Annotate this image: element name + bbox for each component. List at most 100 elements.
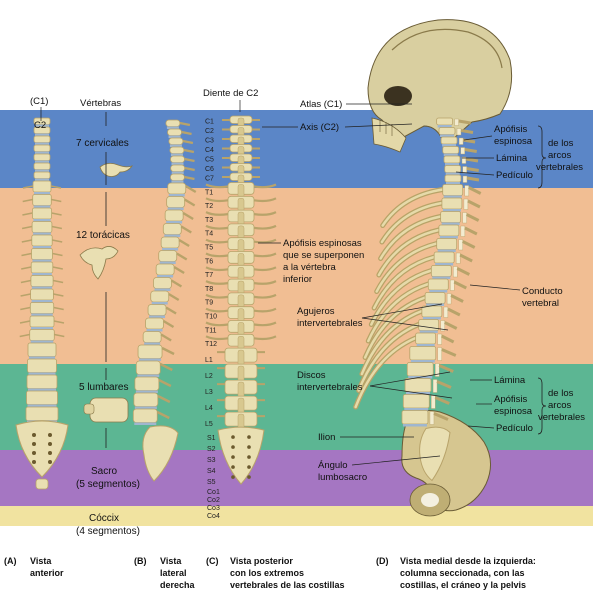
label-apofisis-espinosa-bottom-1: Apófisis [494,394,528,405]
anterior-vertebra [32,235,52,246]
sacral-foramen [247,455,251,459]
medial-vertebra [422,306,442,317]
medial-vertebra [439,128,455,135]
lateral-vertebra [170,174,184,181]
anterior-vertebra [28,359,57,373]
label-angulo-2: lumbosacro [318,472,367,483]
label-apofisis-espinosa-bottom-2: espinosa [494,406,533,417]
label-ilion: Ilion [318,432,335,443]
anterior-vertebra [32,208,51,219]
lateral-vertebra [161,237,179,248]
sacral-foramen [231,455,235,459]
level-label: T3 [205,217,213,224]
lateral-vertebra [136,361,160,375]
label-c1-top: (C1) [30,96,48,107]
caption-c-1: Vista posterior [230,556,293,566]
anterior-vertebra [30,330,55,341]
sacral-foramen [48,442,52,446]
level-label: C5 [205,157,214,164]
medial-canal [431,396,435,409]
medial-vertebra [403,395,429,409]
caption-c-letter: (C) [206,556,219,566]
medial-vertebra [402,411,428,425]
sacral-foramen [247,465,251,469]
level-label: S1 [207,435,216,442]
label-apofisis-2: que se superponen [283,250,364,261]
lateral-vertebra [169,138,183,145]
caption-d-1: Vista medial desde la izquierda: [400,556,536,566]
label-de-los-arcos-bottom-3: vertebrales [538,412,585,423]
label-agujeros-2: intervertebrales [297,318,363,329]
anterior-vertebra [30,303,53,314]
level-label: C7 [205,176,214,183]
medial-canal [459,240,463,251]
medial-vertebra [407,363,433,377]
medial-canal [453,267,457,278]
label-apofisis-1: Apófisis espinosas [283,238,362,249]
medial-vertebra [434,252,454,263]
medial-vertebra [419,320,439,331]
medial-canal [438,348,442,361]
anterior-vertebra [27,375,57,389]
sacral-foramen [32,460,36,464]
medial-canal [438,334,442,345]
anterior-vertebra [31,276,53,287]
level-label: Co4 [207,513,220,520]
band-sacral [0,450,593,506]
level-label: T5 [205,245,213,252]
lateral-vertebra [135,377,159,391]
level-label: T11 [205,327,217,334]
level-label: T12 [205,341,217,348]
medial-canal [457,129,461,136]
label-lamina-bottom: Lámina [494,375,526,386]
sacral-foramen [32,451,36,455]
anterior-vertebra [28,343,56,357]
medial-canal [464,199,468,210]
anterior-vertebra [34,172,50,179]
level-label: T6 [205,258,213,265]
sample-lumbar-vertebra [84,398,128,422]
level-label: T8 [205,286,213,293]
level-label: T4 [205,231,213,238]
lateral-vertebra [143,332,161,343]
sacral-foramen [231,435,235,439]
lateral-disc [134,423,156,426]
medial-canal [450,280,454,291]
level-label: T10 [205,314,217,321]
level-label: L4 [205,405,213,412]
caption-b-2: lateral [160,568,187,578]
lateral-vertebra [171,156,185,163]
label-c2-top: C2 [34,120,46,131]
lateral-vertebra [151,291,169,302]
label-de-los-arcos-top-3: vertebrales [536,162,583,173]
medial-vertebra [443,185,463,196]
level-label: Co2 [207,497,220,504]
label-diente-c2: Diente de C2 [203,88,258,99]
anterior-vertebra [34,136,50,143]
medial-canal [447,294,451,305]
anterior-vertebra [34,154,50,161]
medial-canal [461,226,465,237]
level-label: Co3 [207,505,220,512]
lateral-vertebra [133,409,157,423]
medial-spinous-process [461,131,473,133]
lateral-vertebra [146,318,164,329]
caption-a-1: Vista [30,556,52,566]
caption-b-letter: (B) [134,556,147,566]
label-toracicas: 12 torácicas [76,230,130,241]
caption-d-2: columna seccionada, con las [400,568,525,578]
sacral-foramen [247,475,251,479]
caption-c-2: con los extremos [230,568,304,578]
medial-canal [430,412,434,425]
sacral-foramen [32,442,36,446]
level-label: S5 [207,479,216,486]
medial-vertebra [425,293,445,304]
label-apofisis-4: inferior [283,274,312,285]
medial-vertebra [441,212,461,223]
label-pediculo-top: Pedículo [496,170,533,181]
medial-canal [465,186,469,197]
label-apofisis-espinosa-top-1: Apófisis [494,124,528,135]
label-de-los-arcos-top-2: arcos [548,150,571,161]
caption-a-2: anterior [30,568,64,578]
caption-d-3: costillas, el cráneo y la pelvis [400,580,526,590]
